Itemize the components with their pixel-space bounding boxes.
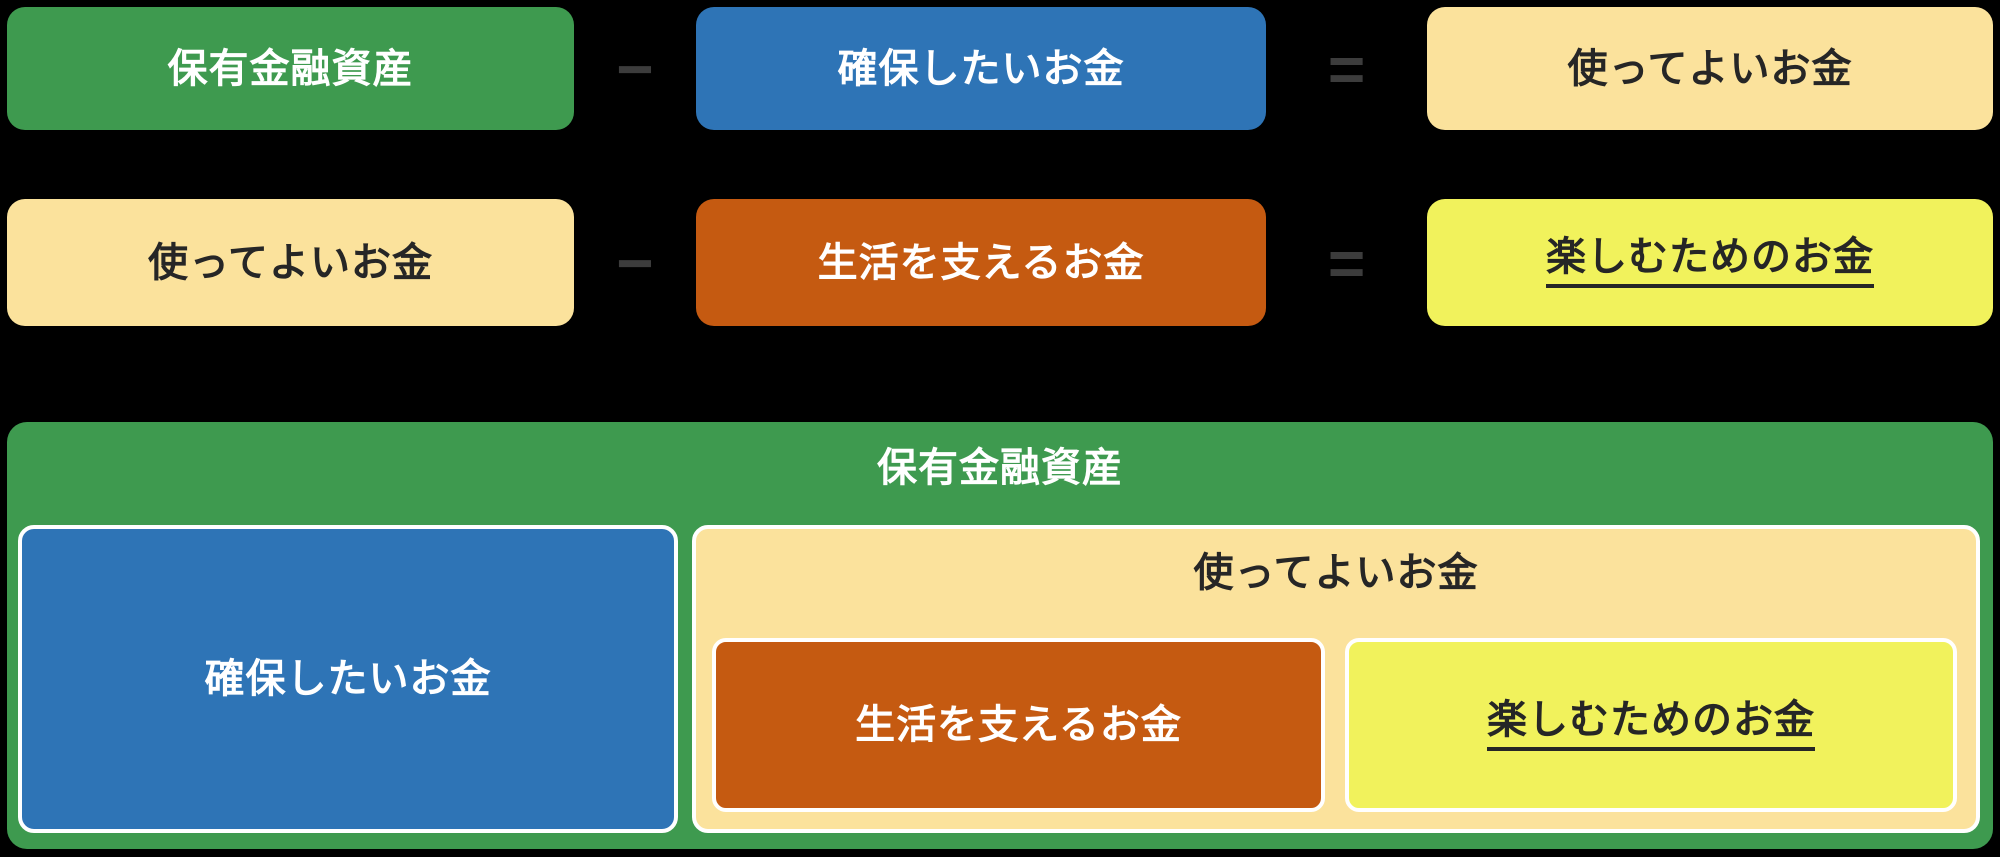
- equals-operator-row1: =: [1327, 32, 1366, 105]
- enjoyment-money-nested-box: 楽しむためのお金: [1345, 638, 1957, 812]
- minus-operator-row2: −: [616, 226, 654, 299]
- living-money-nested-label: 生活を支えるお金: [855, 703, 1182, 747]
- spendable-money-box: 使ってよいお金: [1427, 7, 1993, 130]
- assets-box: 保有金融資産: [7, 7, 574, 130]
- living-money-nested-box: 生活を支えるお金: [712, 638, 1325, 812]
- spendable-money-box-2: 使ってよいお金: [7, 199, 574, 326]
- enjoyment-money-nested-label: 楽しむためのお金: [1487, 700, 1815, 751]
- reserved-money-inner-label: 確保したいお金: [204, 657, 492, 701]
- spendable-money-label-2: 使ってよいお金: [148, 240, 433, 285]
- spendable-money-inner-box: 使ってよいお金 生活を支えるお金 楽しむためのお金: [692, 525, 1980, 833]
- living-money-label: 生活を支えるお金: [817, 240, 1145, 285]
- assets-box-label: 保有金融資産: [167, 46, 414, 91]
- assets-container: 保有金融資産 確保したいお金 使ってよいお金 生活を支えるお金 楽しむためのお金: [7, 422, 1993, 849]
- minus-operator-row1: −: [616, 32, 654, 105]
- spendable-money-inner-title: 使ってよいお金: [1193, 551, 1479, 595]
- reserved-money-label: 確保したいお金: [837, 46, 1125, 91]
- reserved-money-inner-box: 確保したいお金: [18, 525, 678, 833]
- reserved-money-box: 確保したいお金: [696, 7, 1266, 130]
- enjoyment-money-box: 楽しむためのお金: [1427, 199, 1993, 326]
- assets-container-title: 保有金融資産: [877, 446, 1123, 490]
- living-money-box: 生活を支えるお金: [696, 199, 1266, 326]
- equals-operator-row2: =: [1327, 226, 1366, 299]
- enjoyment-money-label: 楽しむためのお金: [1546, 237, 1874, 288]
- spendable-money-label: 使ってよいお金: [1567, 46, 1853, 91]
